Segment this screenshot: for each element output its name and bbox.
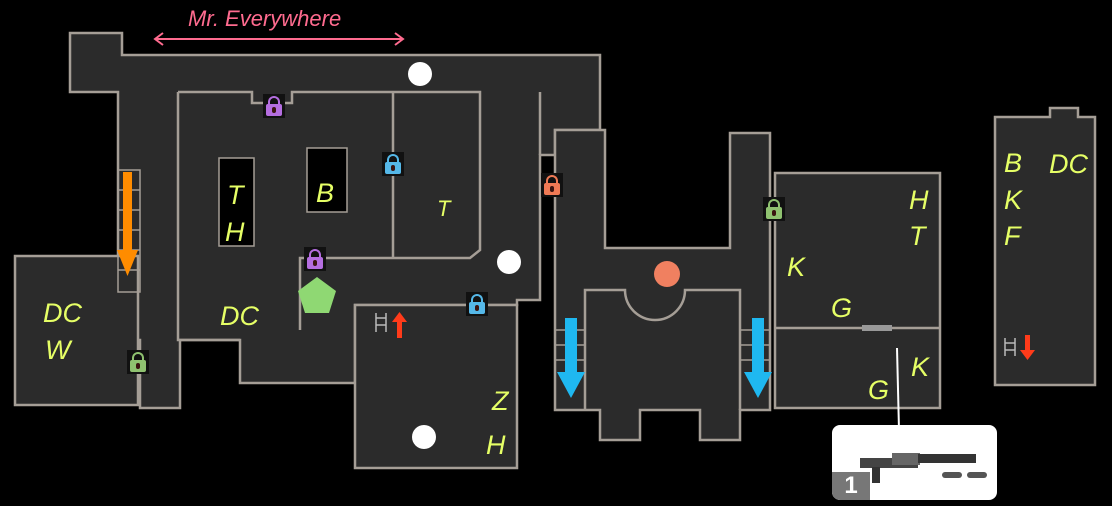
room-label: G xyxy=(831,293,853,323)
left-building xyxy=(13,31,602,470)
orange-lock-icon[interactable] xyxy=(541,173,563,197)
room-label: T xyxy=(437,196,451,221)
ladder-icon xyxy=(375,313,387,332)
arrow-down-blue-left xyxy=(557,318,585,398)
arrow-down-red xyxy=(1020,335,1035,360)
item-marker xyxy=(497,250,521,274)
room-label: H xyxy=(225,217,245,247)
room-label: T xyxy=(909,221,926,251)
room-label: F xyxy=(1004,221,1021,251)
ladder-icon xyxy=(1004,338,1016,356)
mr-everywhere-range-arrow xyxy=(153,32,405,46)
purple-lock-icon[interactable] xyxy=(304,247,326,271)
blue-lock-icon[interactable] xyxy=(382,152,404,176)
slot-number: 1 xyxy=(832,472,870,500)
arrow-up-red xyxy=(392,312,407,338)
room-label: T xyxy=(227,180,244,210)
save-point-marker xyxy=(654,261,680,287)
room-label: DC xyxy=(1049,149,1088,179)
room-label: H xyxy=(909,185,929,215)
green-lock-icon[interactable] xyxy=(763,197,785,221)
right-building xyxy=(773,171,942,431)
room-label: K xyxy=(1004,185,1023,215)
mr-everywhere-label: Mr. Everywhere xyxy=(188,6,342,31)
machine-gun-icon xyxy=(860,453,987,483)
room-label: DC xyxy=(220,301,259,331)
weapon-item-card[interactable]: 1 xyxy=(832,425,997,500)
room-label: H xyxy=(486,430,506,460)
blue-lock-icon[interactable] xyxy=(466,292,488,316)
room-label: Z xyxy=(492,386,509,416)
room-label: B xyxy=(1004,148,1023,178)
purple-lock-icon[interactable] xyxy=(263,94,285,118)
arrow-down-orange xyxy=(117,172,138,276)
room-label: K xyxy=(911,352,930,382)
room-label: W xyxy=(45,335,71,365)
room-label: B xyxy=(316,178,335,208)
arrow-down-blue-right xyxy=(744,318,772,398)
room-label: G xyxy=(868,375,890,405)
start-marker xyxy=(298,277,336,313)
room-label: DC xyxy=(43,298,82,328)
item-marker xyxy=(408,62,432,86)
far-right-building xyxy=(993,106,1097,387)
green-lock-icon[interactable] xyxy=(127,350,149,374)
room-label: K xyxy=(787,252,806,282)
item-marker xyxy=(412,425,436,449)
